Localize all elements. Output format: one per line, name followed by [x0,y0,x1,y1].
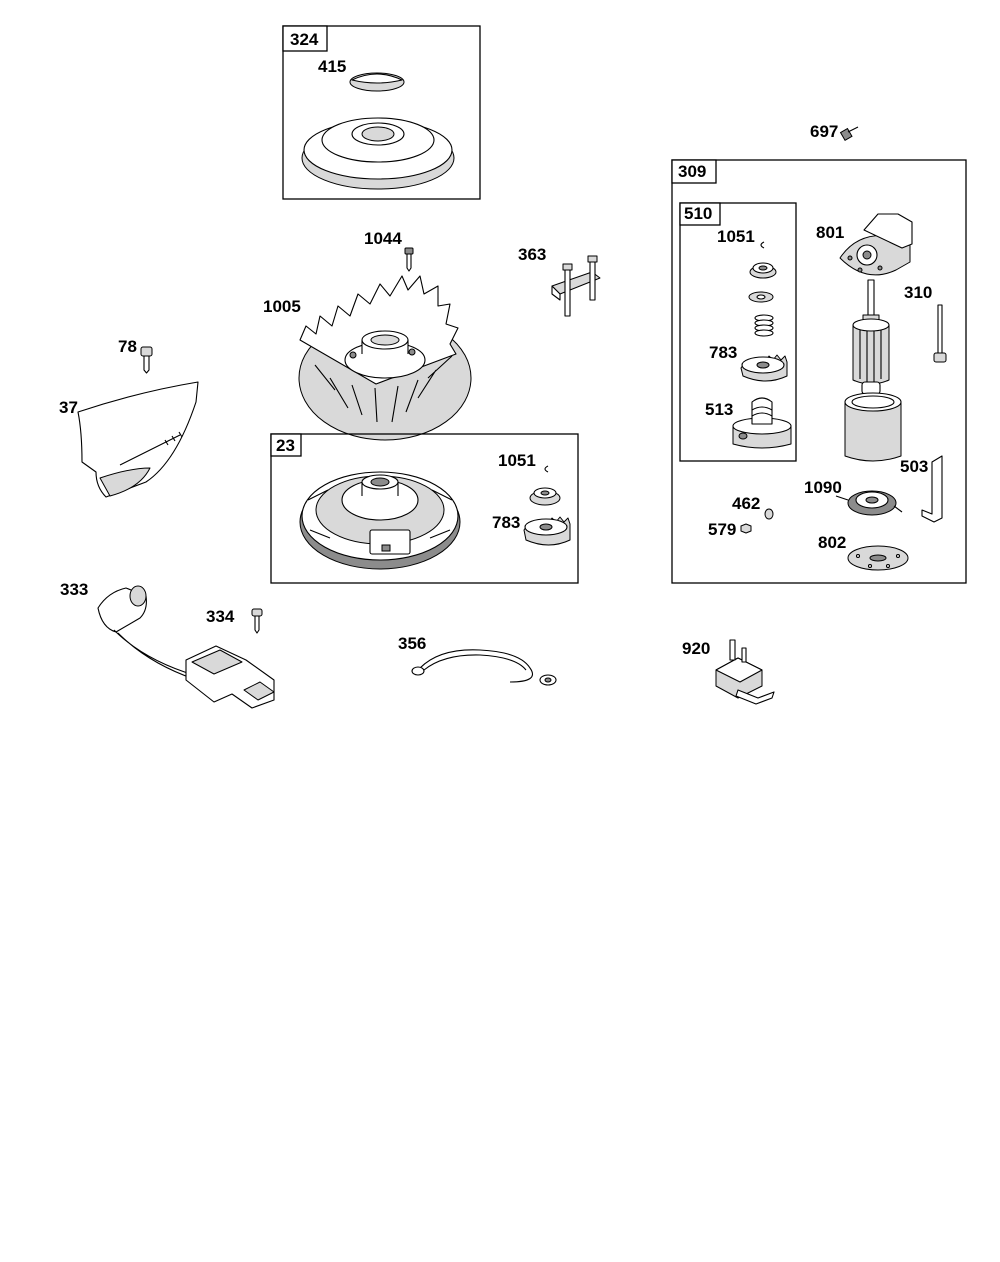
assembly-box-23: 23 1051 783 [270,433,579,584]
mounting-bracket-part-363 [551,255,601,317]
screw-part-78 [140,346,153,374]
part-label-802: 802 [818,533,846,552]
spring-part [754,314,774,337]
fan-part-1005 [298,275,472,441]
motor-housing-part [844,392,902,462]
part-label-363: 363 [518,245,546,264]
insulator-plate-part-802 [847,545,909,571]
collar-part-flywheel [529,487,561,506]
through-bolt-part-310 [933,304,947,363]
part-label-920: 920 [682,639,710,658]
part-label-513: 513 [705,400,733,419]
part-label-1005: 1005 [263,297,301,316]
bracket-part-503 [921,455,943,523]
lock-washer-part-462 [764,508,774,520]
part-label-333: 333 [60,580,88,599]
part-label-697: 697 [810,122,838,141]
retainer-ring-1051-starter [760,241,765,249]
part-label-37: 37 [59,398,78,417]
box-label-23: 23 [276,436,295,455]
drive-assembly-part-513 [732,397,792,449]
air-guide-part-37 [77,381,199,498]
part-label-1051-flywheel: 1051 [498,451,536,470]
part-label-462: 462 [732,494,760,513]
part-label-1051-starter: 1051 [717,227,755,246]
assembly-box-510: 510 1051 783 [679,202,797,462]
brush-holder-part-1090 [835,490,903,516]
pinion-gear-783-starter [740,354,788,382]
blower-cover-part-324 [301,117,455,190]
screw-part-1044 [404,247,414,272]
assembly-box-309: 309 510 1051 783 [671,159,967,584]
assembly-box-324: 324 415 [282,25,481,200]
screw-part-334 [251,608,263,634]
ground-wire-part-356 [411,649,557,686]
pinion-gear-783-flywheel [523,516,571,546]
part-label-801: 801 [816,223,844,242]
part-label-579: 579 [708,520,736,539]
end-plate-part-801 [839,213,913,276]
part-label-783-starter: 783 [709,343,737,362]
part-label-78: 78 [118,337,137,356]
ignition-coil-part-333 [97,585,275,709]
solenoid-part-920 [715,639,775,705]
part-label-334: 334 [206,607,235,626]
part-label-503: 503 [900,457,928,476]
box-label-324: 324 [290,30,319,49]
screw-part-697 [839,126,859,142]
nut-part-579 [740,523,752,534]
part-label-783-flywheel: 783 [492,513,520,532]
part-label-310: 310 [904,283,932,302]
part-label-1090: 1090 [804,478,842,497]
part-label-1044: 1044 [364,229,402,248]
box-label-510: 510 [684,204,712,223]
retainer-ring-1051-flywheel [544,465,549,473]
collar-part [749,262,777,279]
part-label-356: 356 [398,634,426,653]
cap-part-415 [349,72,405,92]
part-label-415: 415 [318,57,346,76]
flywheel-part-23 [299,471,461,570]
armature-part [852,279,890,395]
box-label-309: 309 [678,162,706,181]
